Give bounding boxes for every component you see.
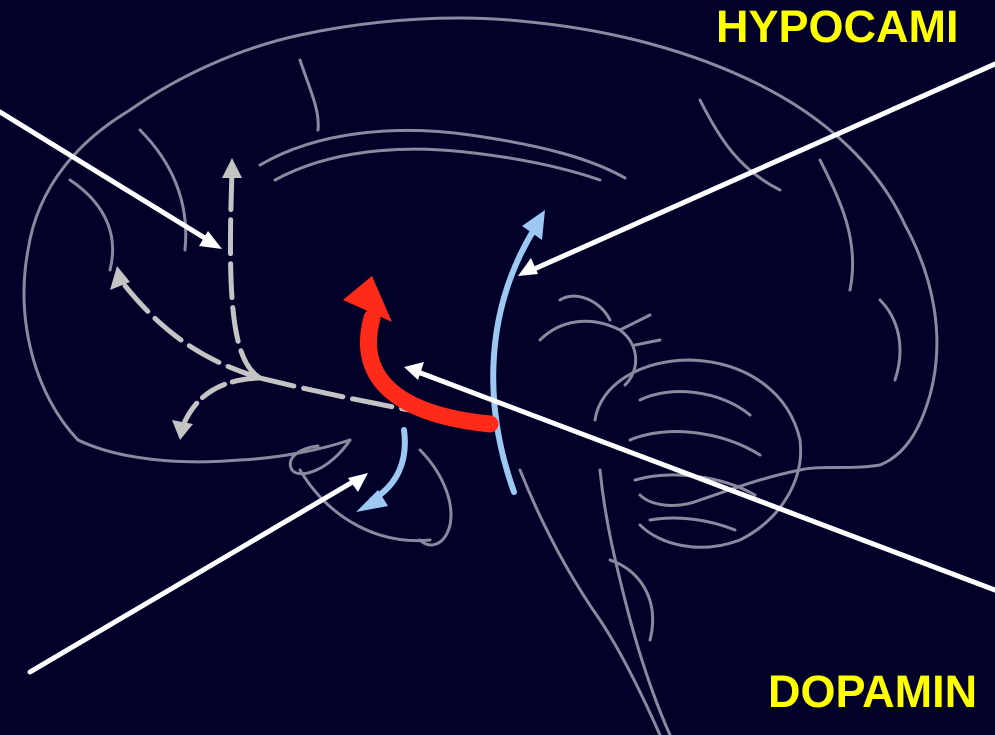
cerebellum-fold <box>640 392 750 415</box>
brainstem-front-outline <box>520 470 660 735</box>
gyrus-line <box>880 300 900 380</box>
gray-arrowheads <box>110 158 242 440</box>
gyrus-line <box>140 130 186 250</box>
gyrus-line <box>820 160 853 290</box>
blue-descending-pathway <box>372 430 405 500</box>
tectum-line <box>620 315 650 330</box>
pituitary-outline <box>420 450 451 545</box>
gray-frontal-pathway <box>122 282 260 378</box>
pointer-line-left <box>0 112 208 240</box>
fornix-outline <box>560 296 610 320</box>
tectum-line <box>635 340 660 345</box>
brainstem-back-outline <box>600 470 670 735</box>
blue-pathways <box>372 228 535 500</box>
cerebellum-fold <box>630 432 760 455</box>
gyrus-line <box>300 60 318 130</box>
blue-arrowheads <box>356 210 545 512</box>
gray-arrowhead <box>222 158 242 178</box>
cerebrum-outline <box>24 18 937 505</box>
cerebellum-fold <box>650 518 735 530</box>
gray-arrowhead <box>172 420 193 440</box>
frontal-base-outline <box>78 440 350 462</box>
pointer-line-bottom-right <box>418 372 995 590</box>
pointer-arrowhead <box>404 362 424 380</box>
label-hypocampus: HYPOCAMI <box>716 2 959 52</box>
gray-lower-pathway <box>182 378 258 428</box>
gyrus-line <box>70 180 113 270</box>
gray-upper-pathway <box>230 170 260 378</box>
label-dopamine: DOPAMIN <box>768 664 977 720</box>
corpus-callosum-inner-outline <box>275 149 600 180</box>
gray-pathways <box>122 170 490 428</box>
brain-outline <box>24 18 937 735</box>
temporal-pole-outline <box>290 440 350 474</box>
pointer-line-bottom-left <box>30 480 356 672</box>
